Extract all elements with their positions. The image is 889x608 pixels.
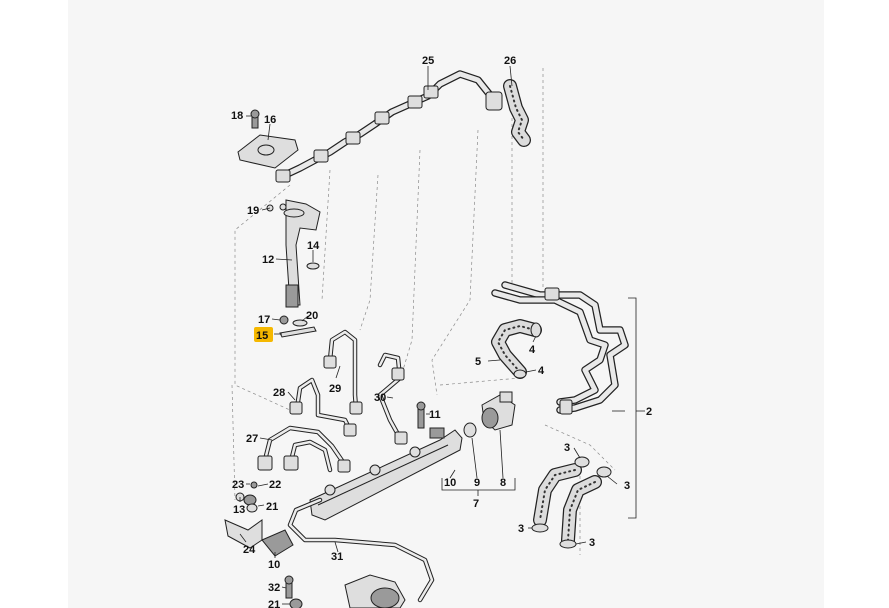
label-12: 12 [262,254,274,266]
label-31: 31 [331,551,343,563]
injector-lines [257,329,408,473]
label-3a: 3 [564,442,570,454]
label-25: 25 [422,55,434,67]
label-10b: 10 [268,559,280,571]
label-19: 19 [247,205,259,217]
label-28: 28 [273,387,285,399]
label-11: 11 [429,409,441,421]
label-2: 2 [646,406,652,418]
label-3c: 3 [518,523,524,535]
label-5: 5 [475,356,481,368]
label-20: 20 [306,310,318,322]
label-17: 17 [258,314,270,326]
label-30: 30 [374,392,386,404]
label-18: 18 [231,110,243,122]
label-29: 29 [329,383,341,395]
label-13: 13 [233,504,245,516]
group-brackets [441,297,645,519]
diagram-background [68,0,824,608]
seals [266,204,320,338]
high-pressure-line [287,497,435,608]
label-22: 22 [269,479,281,491]
label-8: 8 [500,477,506,489]
return-hose [503,79,531,147]
pressure-regulator [463,391,516,438]
label-21b: 21 [268,599,280,608]
label-9: 9 [474,477,480,489]
callout-labels: 25 26 18 16 19 14 12 17 20 15 5 4 4 29 2… [231,55,652,608]
label-4a: 4 [529,344,536,356]
fuel-rail [309,401,463,521]
coolant-pipes [491,281,629,415]
label-26: 26 [504,55,516,67]
label-7: 7 [473,498,479,510]
label-14: 14 [307,240,320,252]
label-15: 15 [256,330,268,342]
coolant-hose-5 [491,319,542,379]
label-27: 27 [246,433,258,445]
label-23: 23 [232,479,244,491]
label-4b: 4 [538,365,545,377]
coolant-hoses-3 [531,456,612,549]
label-10a: 10 [444,477,456,489]
leader-lines [239,65,625,605]
fuel-injector [279,199,321,308]
label-3b: 3 [624,480,630,492]
lower-fittings [224,481,303,608]
label-32: 32 [268,582,280,594]
label-3d: 3 [589,537,595,549]
injector-bracket [237,109,299,169]
label-15-highlight [254,327,273,342]
label-21a: 21 [266,501,278,513]
label-16: 16 [264,114,276,126]
fuel-return-line [275,70,503,183]
label-24: 24 [243,544,256,556]
